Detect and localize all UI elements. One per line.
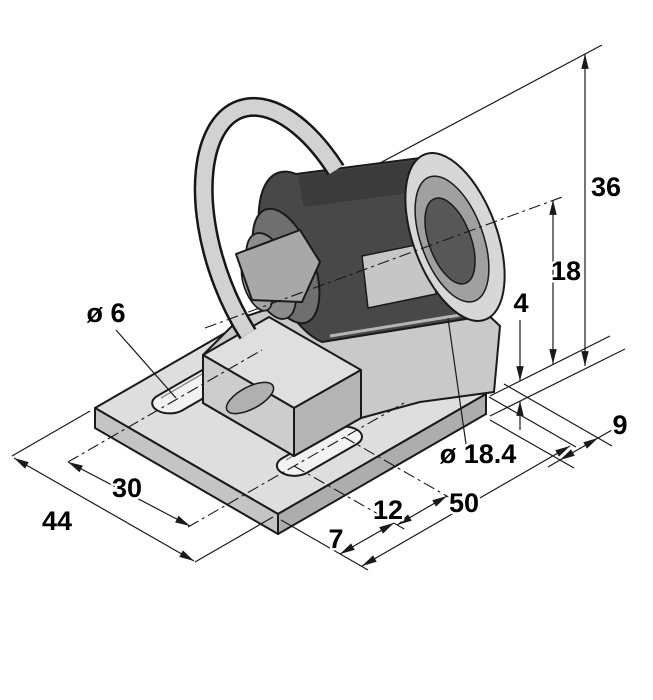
dim-plate-length: 50 — [280, 396, 577, 571]
dim-label-bore-diameter: ø 18.4 — [440, 439, 517, 469]
dim-label-total-height: 36 — [591, 172, 621, 202]
extension-line — [503, 383, 613, 447]
cylinder-top-shade — [298, 159, 432, 207]
slot-front-centerline — [187, 402, 405, 528]
slot-front-end1-extension — [293, 465, 407, 531]
foot-through-hole — [225, 381, 275, 415]
extension-line — [488, 396, 577, 448]
dimension-line — [13, 457, 195, 562]
extension-line — [280, 519, 369, 571]
dim-slot-diameter: ø 6 — [84, 296, 177, 399]
dimension-line — [361, 445, 571, 567]
slot-depth-edge — [160, 369, 210, 399]
flange-bore — [424, 197, 476, 285]
dim-label-slot-length: 12 — [373, 495, 403, 525]
dim-label-plate-width: 44 — [42, 506, 72, 536]
dim-label-flange-depth: 9 — [612, 410, 627, 440]
dim-label-slot-offset: 7 — [328, 524, 343, 554]
dimension-tail — [597, 429, 613, 439]
dim-slot-offset: 7 — [326, 522, 395, 557]
dimension-line — [339, 522, 395, 555]
strap-band — [196, 99, 343, 339]
dimensions: 36 18 4 9 ø 18.4 — [11, 44, 630, 571]
slot-rear-centerline — [67, 349, 263, 463]
extension-line — [489, 348, 626, 417]
cylinder-bottom-highlight — [329, 313, 461, 338]
clamp-bracket — [202, 291, 501, 457]
cylinder-axis-centerline — [204, 195, 566, 329]
clamp-lever — [235, 229, 321, 303]
foot-front-right-face — [293, 369, 362, 457]
leader-line — [447, 317, 467, 445]
dim-axis-height: 18 — [489, 200, 611, 397]
extension-line — [11, 410, 91, 457]
extension-line — [379, 44, 603, 164]
dimension-line — [396, 495, 448, 526]
dim-label-axis-height: 18 — [551, 256, 581, 286]
dimension-tail — [547, 459, 561, 468]
leader-line — [115, 329, 177, 399]
dim-plate-width: 44 — [11, 410, 274, 563]
dim-slot-length: 12 — [370, 493, 448, 528]
dim-label-slot-diameter: ø 6 — [86, 298, 125, 328]
extension-line — [194, 516, 274, 563]
dim-label-plate-length: 50 — [449, 488, 479, 518]
dim-total-height: 36 — [379, 44, 626, 417]
clamp-strap — [193, 96, 345, 340]
dim-label-plate-thickness: 4 — [513, 288, 528, 318]
sensor-flange — [404, 152, 506, 322]
dim-label-slot-spacing: 30 — [112, 473, 142, 503]
dim-plate-thickness: 4 — [511, 286, 531, 430]
extension-line — [489, 335, 611, 397]
